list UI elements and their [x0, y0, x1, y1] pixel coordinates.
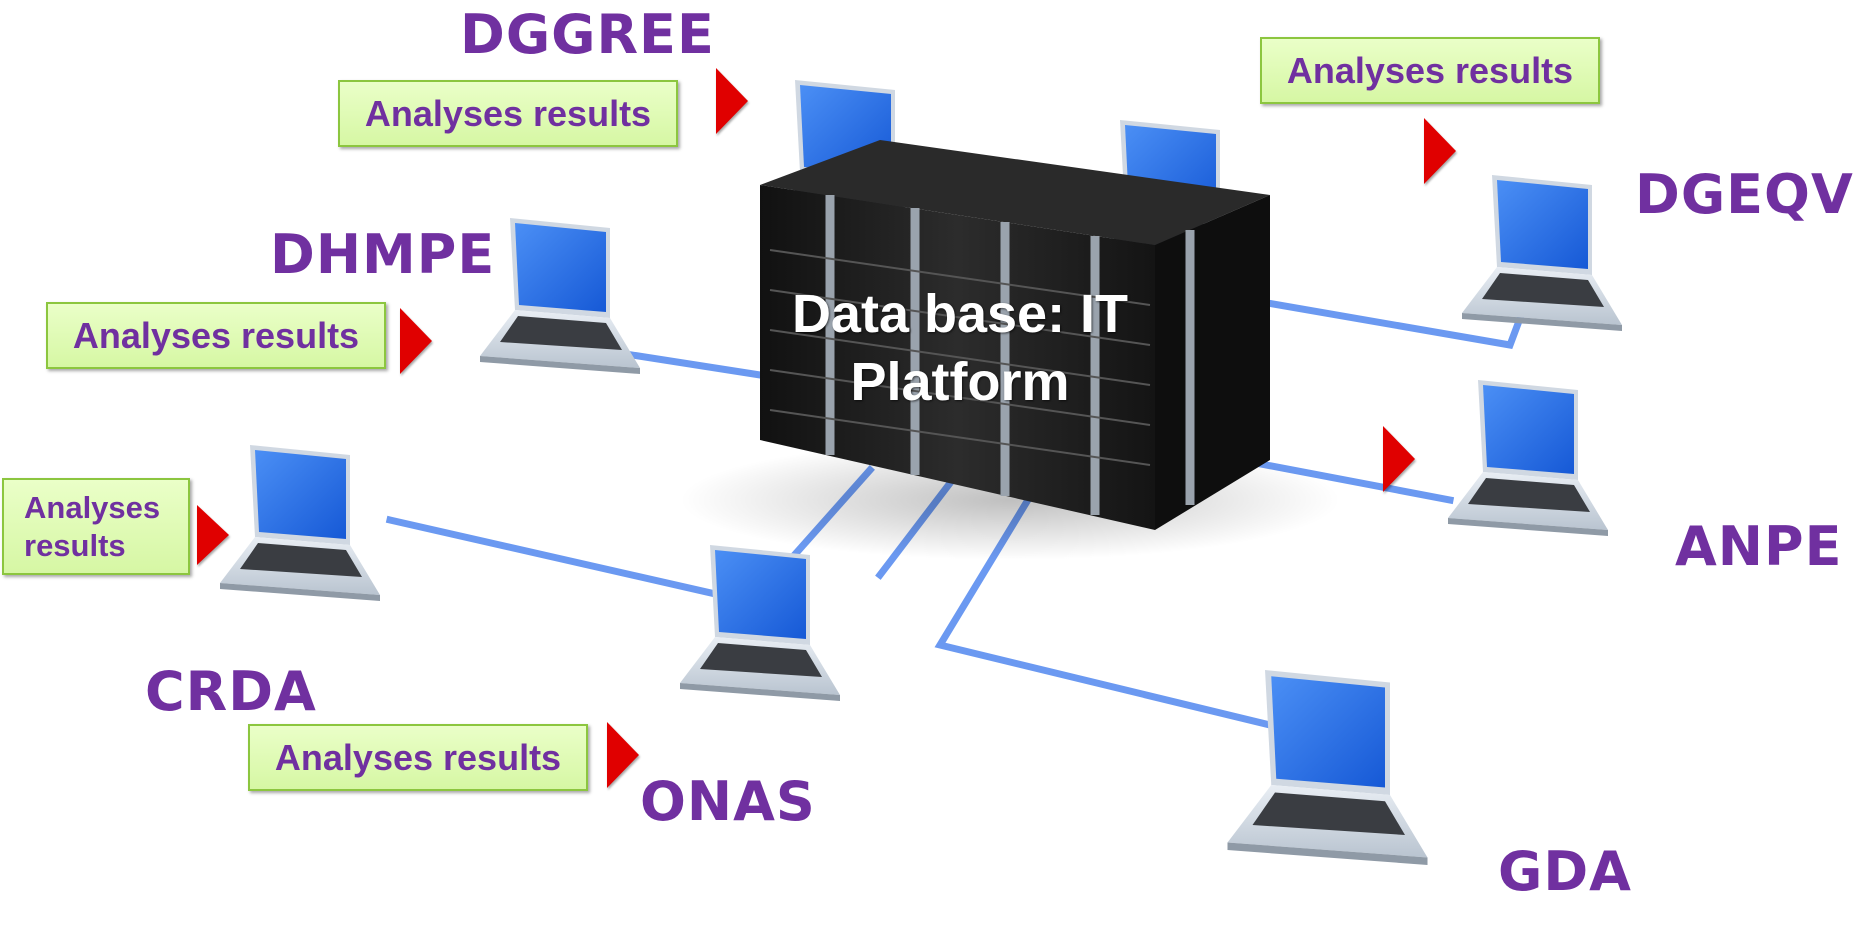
- node-label-dgeqv: DGEQV: [1635, 163, 1854, 226]
- node-label-anpe: ANPE: [1675, 515, 1843, 578]
- arrow-icon: [716, 68, 748, 134]
- laptop-icon: [680, 545, 840, 701]
- laptop-icon: [1448, 380, 1608, 536]
- arrow-icon: [400, 308, 432, 374]
- laptop-icon: [480, 218, 640, 374]
- result-box-onas: Analyses results: [248, 724, 588, 791]
- result-box-dgeqv: Analyses results: [1260, 37, 1600, 104]
- laptop-icon: [1227, 670, 1428, 865]
- laptop-icon: [1462, 175, 1622, 331]
- node-label-dhmpe: DHMPE: [270, 223, 496, 286]
- arrow-icon: [197, 505, 229, 565]
- node-label-dggree: DGGREE: [460, 3, 715, 66]
- arrow-icon: [607, 722, 639, 788]
- arrow-icon: [1383, 426, 1415, 492]
- node-label-onas: ONAS: [640, 770, 816, 833]
- node-label-gda: GDA: [1498, 840, 1632, 903]
- laptop-icon: [220, 445, 380, 601]
- node-label-crda: CRDA: [145, 660, 317, 723]
- arrow-icon: [1424, 118, 1456, 184]
- result-box-dggree: Analyses results: [338, 80, 678, 147]
- result-box-dhmpe: Analyses results: [46, 302, 386, 369]
- result-box-crda: Analyses results: [2, 478, 190, 575]
- server-label: Data base: IT Platform: [791, 284, 1129, 412]
- server-rack-icon: [760, 140, 1270, 530]
